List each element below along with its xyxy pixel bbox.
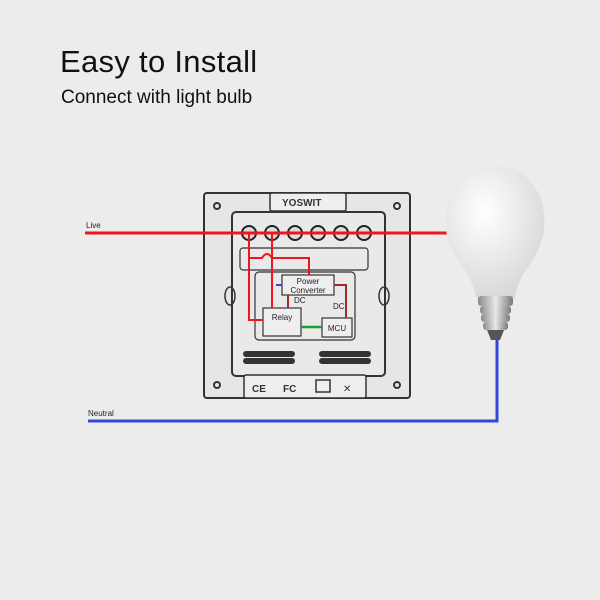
power-converter-label-2: Converter	[290, 286, 325, 295]
neutral-wire	[88, 338, 499, 423]
fc-mark: FC	[283, 384, 296, 395]
relay-label: Relay	[272, 313, 292, 322]
light-bulb-icon	[445, 166, 545, 340]
weee-bin-icon: ✕	[343, 384, 351, 395]
internal-wires	[248, 233, 347, 329]
live-label: Live	[86, 221, 101, 230]
rcm-mark-icon	[315, 379, 331, 393]
relay-box	[262, 307, 302, 337]
page-title: Easy to Install	[60, 44, 258, 79]
power-converter-label-1: Power	[297, 277, 320, 286]
dc-label-2: DC	[333, 302, 345, 311]
neutral-label: Neutral	[88, 409, 114, 418]
mcu-label: MCU	[328, 324, 346, 333]
ce-mark: CE	[252, 384, 266, 395]
page-subtitle: Connect with light bulb	[61, 87, 253, 108]
brand-logo: YOSWIT	[282, 198, 321, 209]
dc-label-1: DC	[294, 296, 306, 305]
